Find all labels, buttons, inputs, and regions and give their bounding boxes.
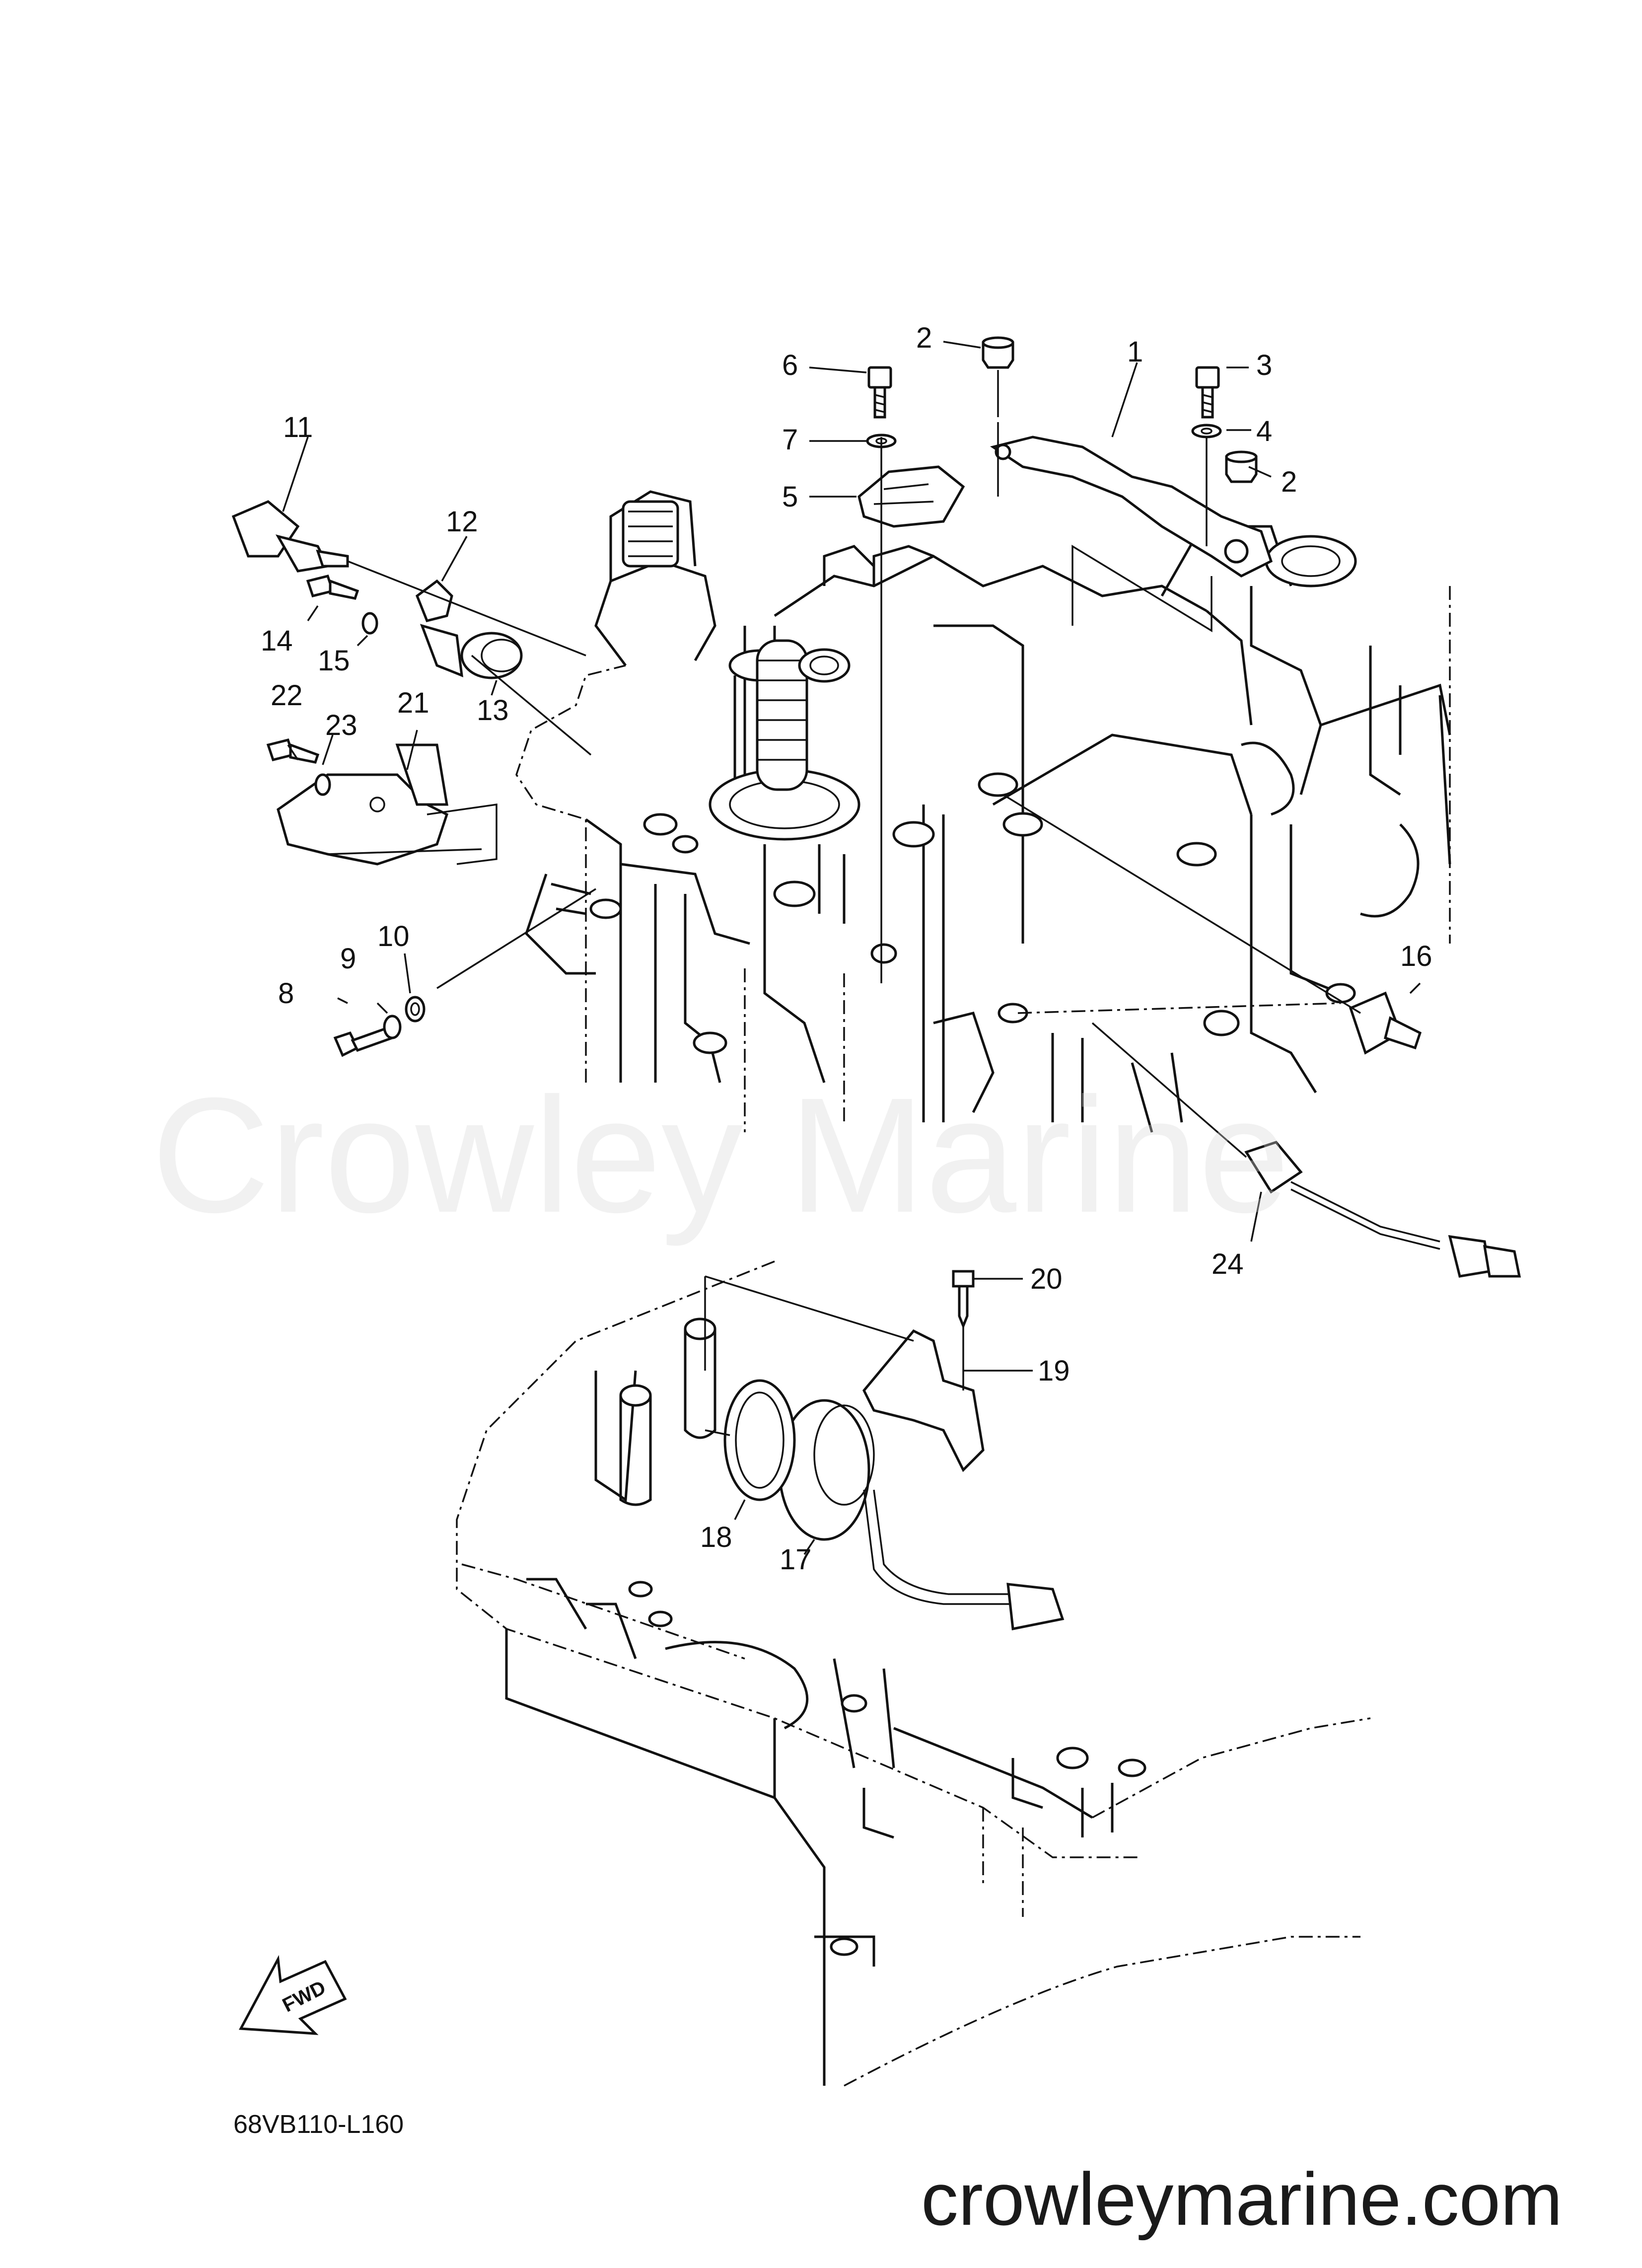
parts: [231, 336, 1521, 1630]
callout-16: 16: [1400, 940, 1432, 972]
part-23-washer: [314, 773, 331, 796]
callout-6: 6: [782, 349, 798, 381]
part-9-washer: [383, 1015, 402, 1039]
part-24-sensor: [1244, 1141, 1303, 1194]
watermark-footer: crowleymarine.com: [921, 2157, 1563, 2241]
callout-15: 15: [318, 645, 350, 677]
callout-20: 20: [1030, 1263, 1063, 1295]
part-5-bracket: [857, 465, 965, 528]
callout-10: 10: [377, 920, 410, 952]
callout-24: 24: [1212, 1248, 1244, 1280]
callout-3: 3: [1256, 349, 1272, 381]
part-10-oring: [405, 996, 426, 1023]
callout-17: 17: [780, 1543, 812, 1576]
callout-8: 8: [278, 977, 294, 1010]
callout-7: 7: [782, 424, 798, 456]
part-4-washer: [1191, 424, 1222, 439]
leader-lines: [282, 341, 1421, 1555]
callout-14: 14: [261, 625, 293, 657]
callout-18: 18: [700, 1521, 732, 1553]
part-15-washer: [361, 612, 378, 635]
fwd-arrow: FWD: [238, 1955, 347, 2035]
callout-12: 12: [446, 506, 478, 538]
callout-2: 2: [916, 322, 932, 354]
bottom-cowl: [456, 1260, 1371, 2087]
callout-21: 21: [397, 687, 429, 719]
callout-9: 9: [340, 943, 356, 975]
callout-4: 4: [1256, 415, 1272, 447]
part-12-clamp: [415, 579, 453, 622]
reference-code: 68VB110-L160: [233, 2110, 404, 2139]
callout-2-b: 2: [1281, 466, 1297, 498]
callout-23: 23: [325, 709, 357, 741]
callout-22: 22: [271, 679, 303, 712]
callout-1: 1: [1127, 336, 1143, 368]
callout-19: 19: [1038, 1355, 1070, 1387]
callout-13: 13: [477, 694, 509, 727]
part-19-bracket: [862, 1329, 985, 1472]
watermark-center: Crowley Marine: [151, 1063, 1289, 1247]
callout-5: 5: [782, 481, 798, 513]
part-18-gasket: [723, 1379, 796, 1501]
part-21-bracket: [277, 773, 449, 866]
part-6-bolt: [867, 366, 892, 389]
part-3-bolt: [1195, 366, 1220, 389]
part-20-screw: [952, 1270, 975, 1288]
part-1-bracket: [990, 436, 1273, 578]
callout-11: 11: [283, 411, 313, 443]
callout-labels: 1 2 2 3 4 5 6 7 8 9 10 11 12 13 14 15 16…: [261, 322, 1432, 1576]
engine-block: [515, 490, 1451, 1133]
